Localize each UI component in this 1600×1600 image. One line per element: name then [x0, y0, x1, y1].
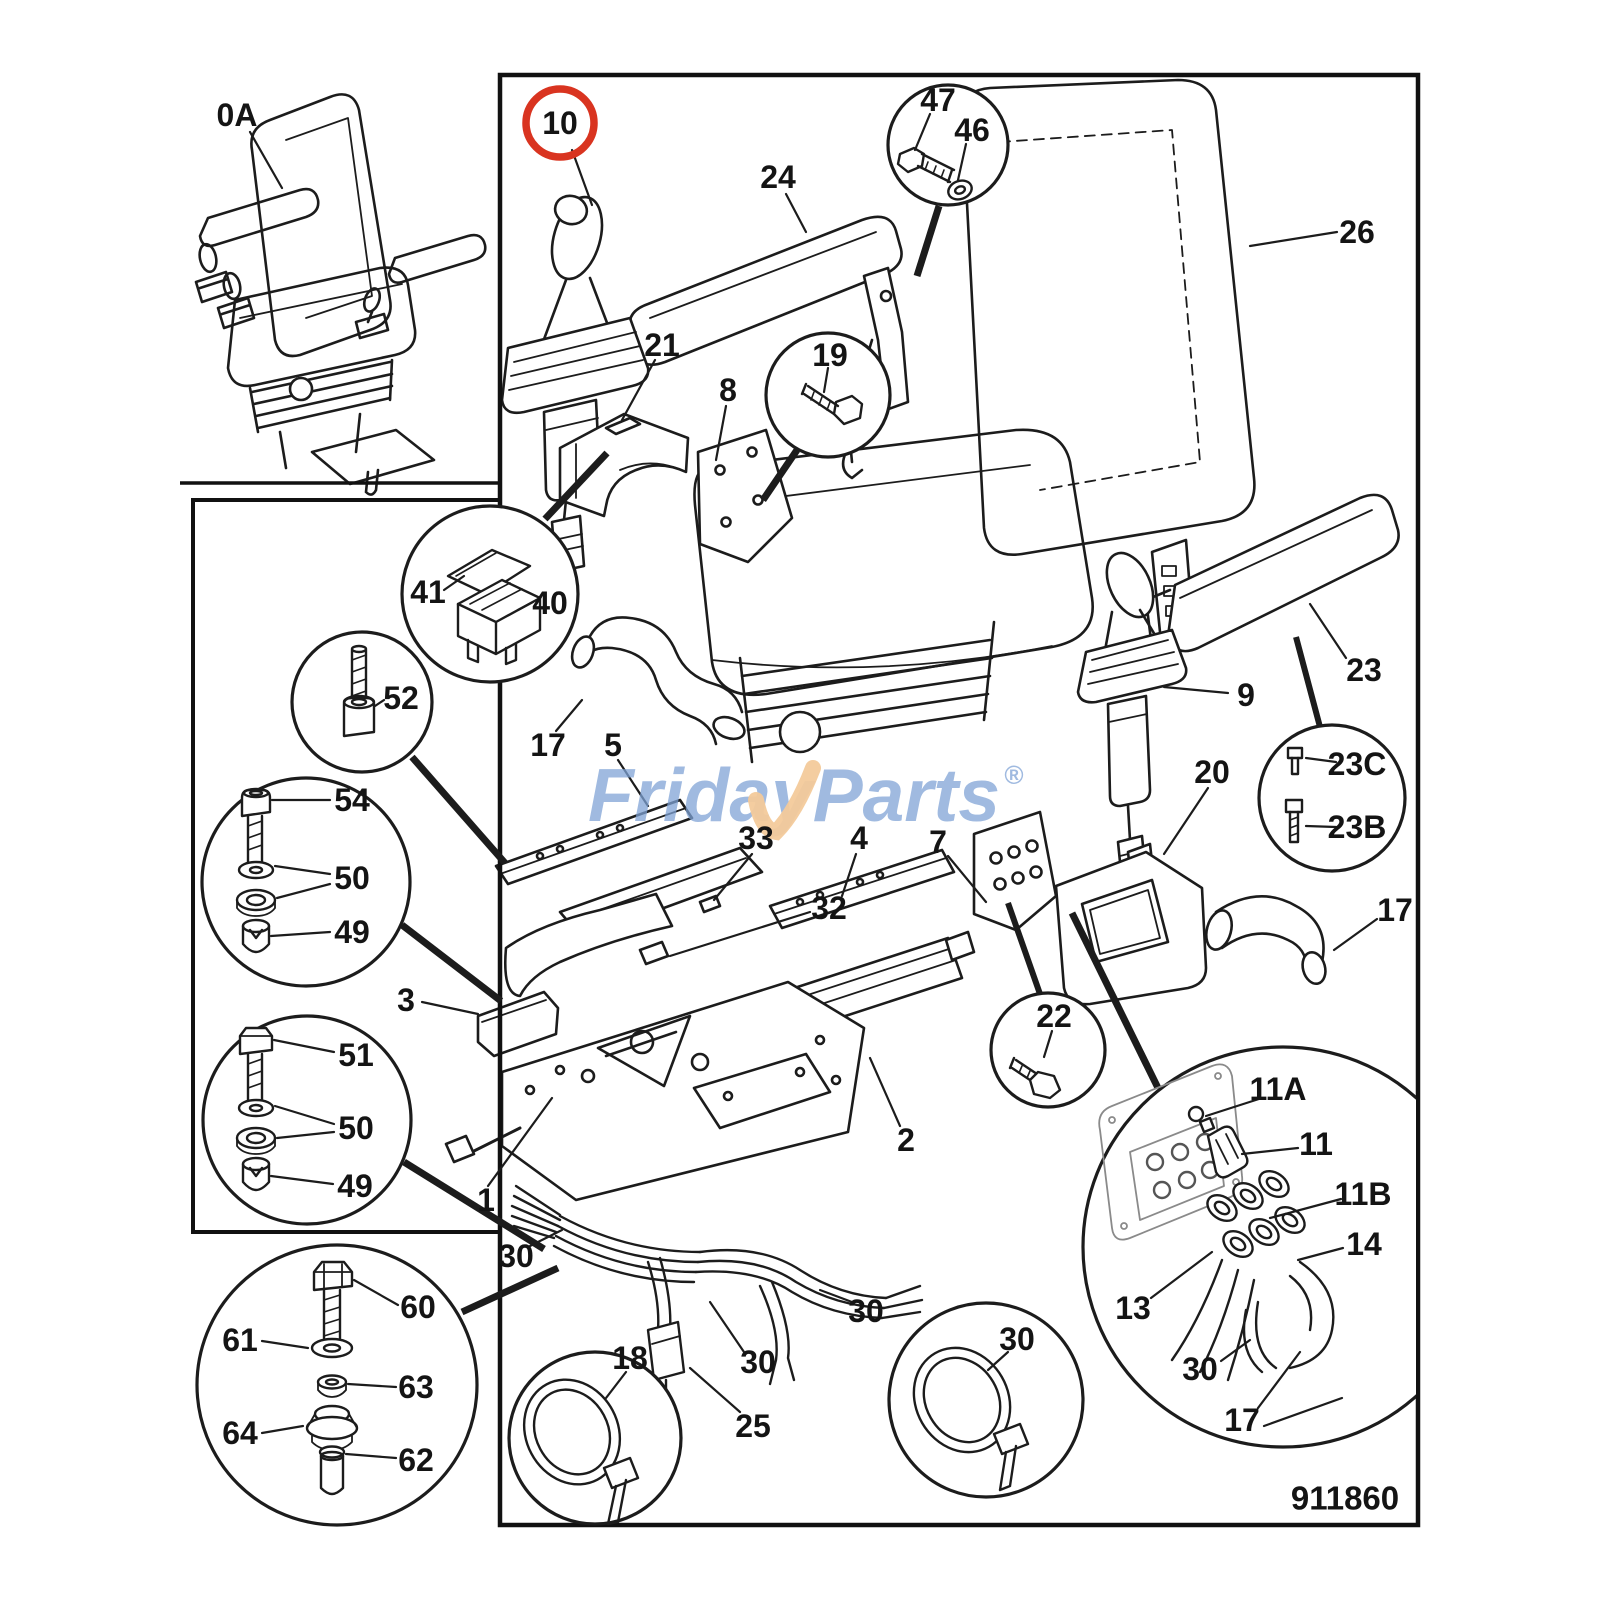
drawing-number: 911860 — [1291, 1480, 1399, 1517]
part-label-40: 40 — [532, 585, 568, 621]
detail-bubble — [200, 776, 412, 988]
part-label-23B: 23B — [1328, 809, 1387, 845]
part-label-49: 49 — [334, 914, 370, 950]
thin-leaders — [248, 112, 1379, 1460]
part-label-17: 17 — [530, 727, 566, 763]
detail-bubble — [1081, 1045, 1416, 1449]
part-label-11: 11 — [1299, 1126, 1333, 1162]
part-label-51: 51 — [338, 1037, 374, 1073]
part-label-46: 46 — [954, 112, 990, 148]
part-label-14: 14 — [1346, 1226, 1382, 1262]
thumbnail-seat-drawing — [194, 93, 487, 496]
part-label-63: 63 — [398, 1369, 434, 1405]
detail-bubble — [989, 991, 1107, 1109]
part-label-26: 26 — [1339, 214, 1375, 250]
part-label-64: 64 — [222, 1415, 258, 1451]
part-label-24: 24 — [760, 159, 796, 195]
part-label-23: 23 — [1346, 652, 1382, 688]
detail-bubble — [201, 1014, 413, 1226]
part-label-47: 47 — [920, 82, 956, 118]
part-label-20: 20 — [1194, 754, 1230, 790]
part-label-3: 3 — [397, 982, 415, 1018]
detail-bubble — [764, 331, 892, 459]
detail-bubble — [886, 83, 1010, 207]
part-label-5: 5 — [604, 727, 622, 763]
part-label-18: 18 — [612, 1340, 648, 1376]
part-label-60: 60 — [400, 1289, 436, 1325]
watermark: FridayParts ® — [588, 753, 1024, 841]
part-label-22: 22 — [1036, 998, 1072, 1034]
part-label-30: 30 — [848, 1293, 884, 1329]
part-label-32: 32 — [811, 890, 847, 926]
panel-borders — [180, 72, 1421, 1528]
highlighted-callout-10: 10 — [522, 85, 598, 161]
part-label-11B: 11B — [1335, 1176, 1392, 1212]
part-label-21: 21 — [644, 327, 680, 363]
part-label-13: 13 — [1115, 1290, 1151, 1326]
part-label-62: 62 — [398, 1442, 434, 1478]
part-label-19: 19 — [812, 337, 848, 373]
bubble-parts — [235, 112, 1379, 1526]
highlight-label: 10 — [542, 105, 578, 141]
part-label-41: 41 — [410, 574, 446, 610]
part-label-7: 7 — [929, 824, 947, 860]
rails-base-drawing — [444, 798, 976, 1400]
part-label-30: 30 — [740, 1344, 776, 1380]
part-label-9: 9 — [1237, 677, 1255, 713]
main-panel-border — [497, 72, 1421, 1528]
part-label-17: 17 — [1224, 1402, 1260, 1438]
part-label-49: 49 — [337, 1168, 373, 1204]
part-label-30: 30 — [498, 1238, 534, 1274]
part-label-23C: 23C — [1328, 746, 1387, 782]
left-panel-border — [191, 498, 500, 1234]
highlight-circle — [522, 85, 598, 161]
part-label-11A: 11A — [1250, 1071, 1307, 1107]
thick-leaders — [399, 204, 1323, 1316]
part-label-8: 8 — [719, 372, 737, 408]
part-label-50: 50 — [338, 1110, 374, 1146]
part-label-4: 4 — [850, 820, 868, 856]
part-label-30: 30 — [999, 1321, 1035, 1357]
part-label-54: 54 — [334, 782, 370, 818]
part-label-2: 2 — [897, 1122, 915, 1158]
part-label-61: 61 — [222, 1322, 258, 1358]
part-label-25: 25 — [735, 1408, 771, 1444]
main-seat-drawing — [628, 78, 1400, 1006]
part-label-52: 52 — [383, 680, 419, 716]
part-label-50: 50 — [334, 860, 370, 896]
part-label-0A: 0A — [217, 97, 258, 133]
part-label-1: 1 — [477, 1182, 495, 1218]
watermark-registered-mark: ® — [1004, 760, 1024, 790]
part-label-17: 17 — [1377, 892, 1413, 928]
part-label-33: 33 — [738, 820, 774, 856]
part-label-30: 30 — [1182, 1351, 1218, 1387]
watermark-check-icon — [748, 760, 821, 841]
